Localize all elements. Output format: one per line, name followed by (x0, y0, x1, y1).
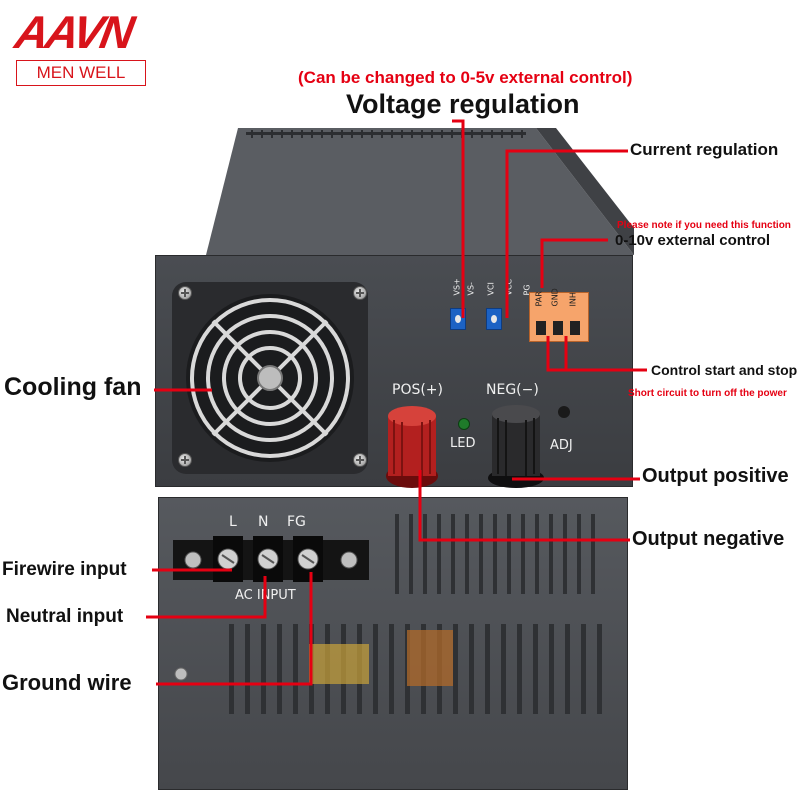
output-negative-label: Output negative (632, 528, 785, 550)
control-start-stop-label: Control start and stop (651, 362, 798, 378)
control-connector[interactable]: PAR GND INH (529, 288, 589, 342)
negative-terminal-label: NEG(−) (486, 382, 539, 398)
short-circuit-note: Short circuit to turn off the power (628, 388, 787, 399)
brand-logo: AAVN MEN WELL (6, 4, 148, 86)
connector-pin-label: INH (568, 292, 578, 307)
trim-label: VCC (504, 278, 514, 296)
connector-pin (536, 321, 546, 335)
ac-input-label: AC INPUT (235, 588, 296, 603)
trim-label: VS- (466, 282, 476, 296)
positive-terminal-label: POS(+) (392, 382, 444, 398)
screw-icon (178, 453, 192, 467)
connector-pin (553, 321, 563, 335)
voltage-regulation-title: Voltage regulation (346, 89, 580, 119)
ac-terminal-block[interactable] (173, 534, 369, 584)
trim-label: VCI (486, 282, 496, 296)
connector-pin-label: PAR (534, 291, 544, 307)
brand-subtitle: MEN WELL (16, 60, 146, 86)
cooling-fan-label: Cooling fan (4, 373, 142, 401)
cooling-fan (172, 282, 368, 474)
current-trim-potentiometer[interactable] (486, 308, 502, 330)
function-note: Please note if you need this function (617, 220, 791, 231)
voltage-trim-potentiometer[interactable] (450, 308, 466, 330)
trim-label: VS+ (452, 278, 462, 296)
device-side-panel: L N FG AC INPUT (158, 497, 628, 790)
ground-wire-label: Ground wire (2, 670, 132, 695)
device-front-panel: VS+ VS- VCI VCC PG PAR GND INH POS(+) NE… (155, 255, 633, 488)
negative-output-terminal[interactable] (486, 404, 546, 488)
voltage-note: (Can be changed to 0-5v external control… (298, 68, 633, 87)
firewire-input-label: Firewire input (2, 559, 127, 580)
brand-wordmark: AAVN (11, 6, 136, 58)
terminal-label-fg: FG (287, 514, 306, 530)
terminal-label-l: L (229, 514, 237, 530)
led-label: LED (450, 436, 476, 451)
screw-icon (353, 453, 367, 467)
output-positive-label: Output positive (642, 465, 789, 487)
device-top-face (206, 128, 634, 255)
connector-pin (570, 321, 580, 335)
external-control-label: 0-10v external control (615, 232, 771, 249)
screw-icon (353, 286, 367, 300)
positive-output-terminal[interactable] (384, 404, 440, 488)
neutral-input-label: Neutral input (6, 606, 124, 627)
terminal-label-n: N (258, 514, 269, 530)
adj-label: ADJ (550, 438, 573, 453)
screw-icon (178, 286, 192, 300)
adj-hole[interactable] (558, 406, 570, 418)
led-indicator (458, 418, 470, 430)
connector-pin-label: GND (550, 288, 560, 307)
current-regulation-label: Current regulation (630, 140, 779, 159)
